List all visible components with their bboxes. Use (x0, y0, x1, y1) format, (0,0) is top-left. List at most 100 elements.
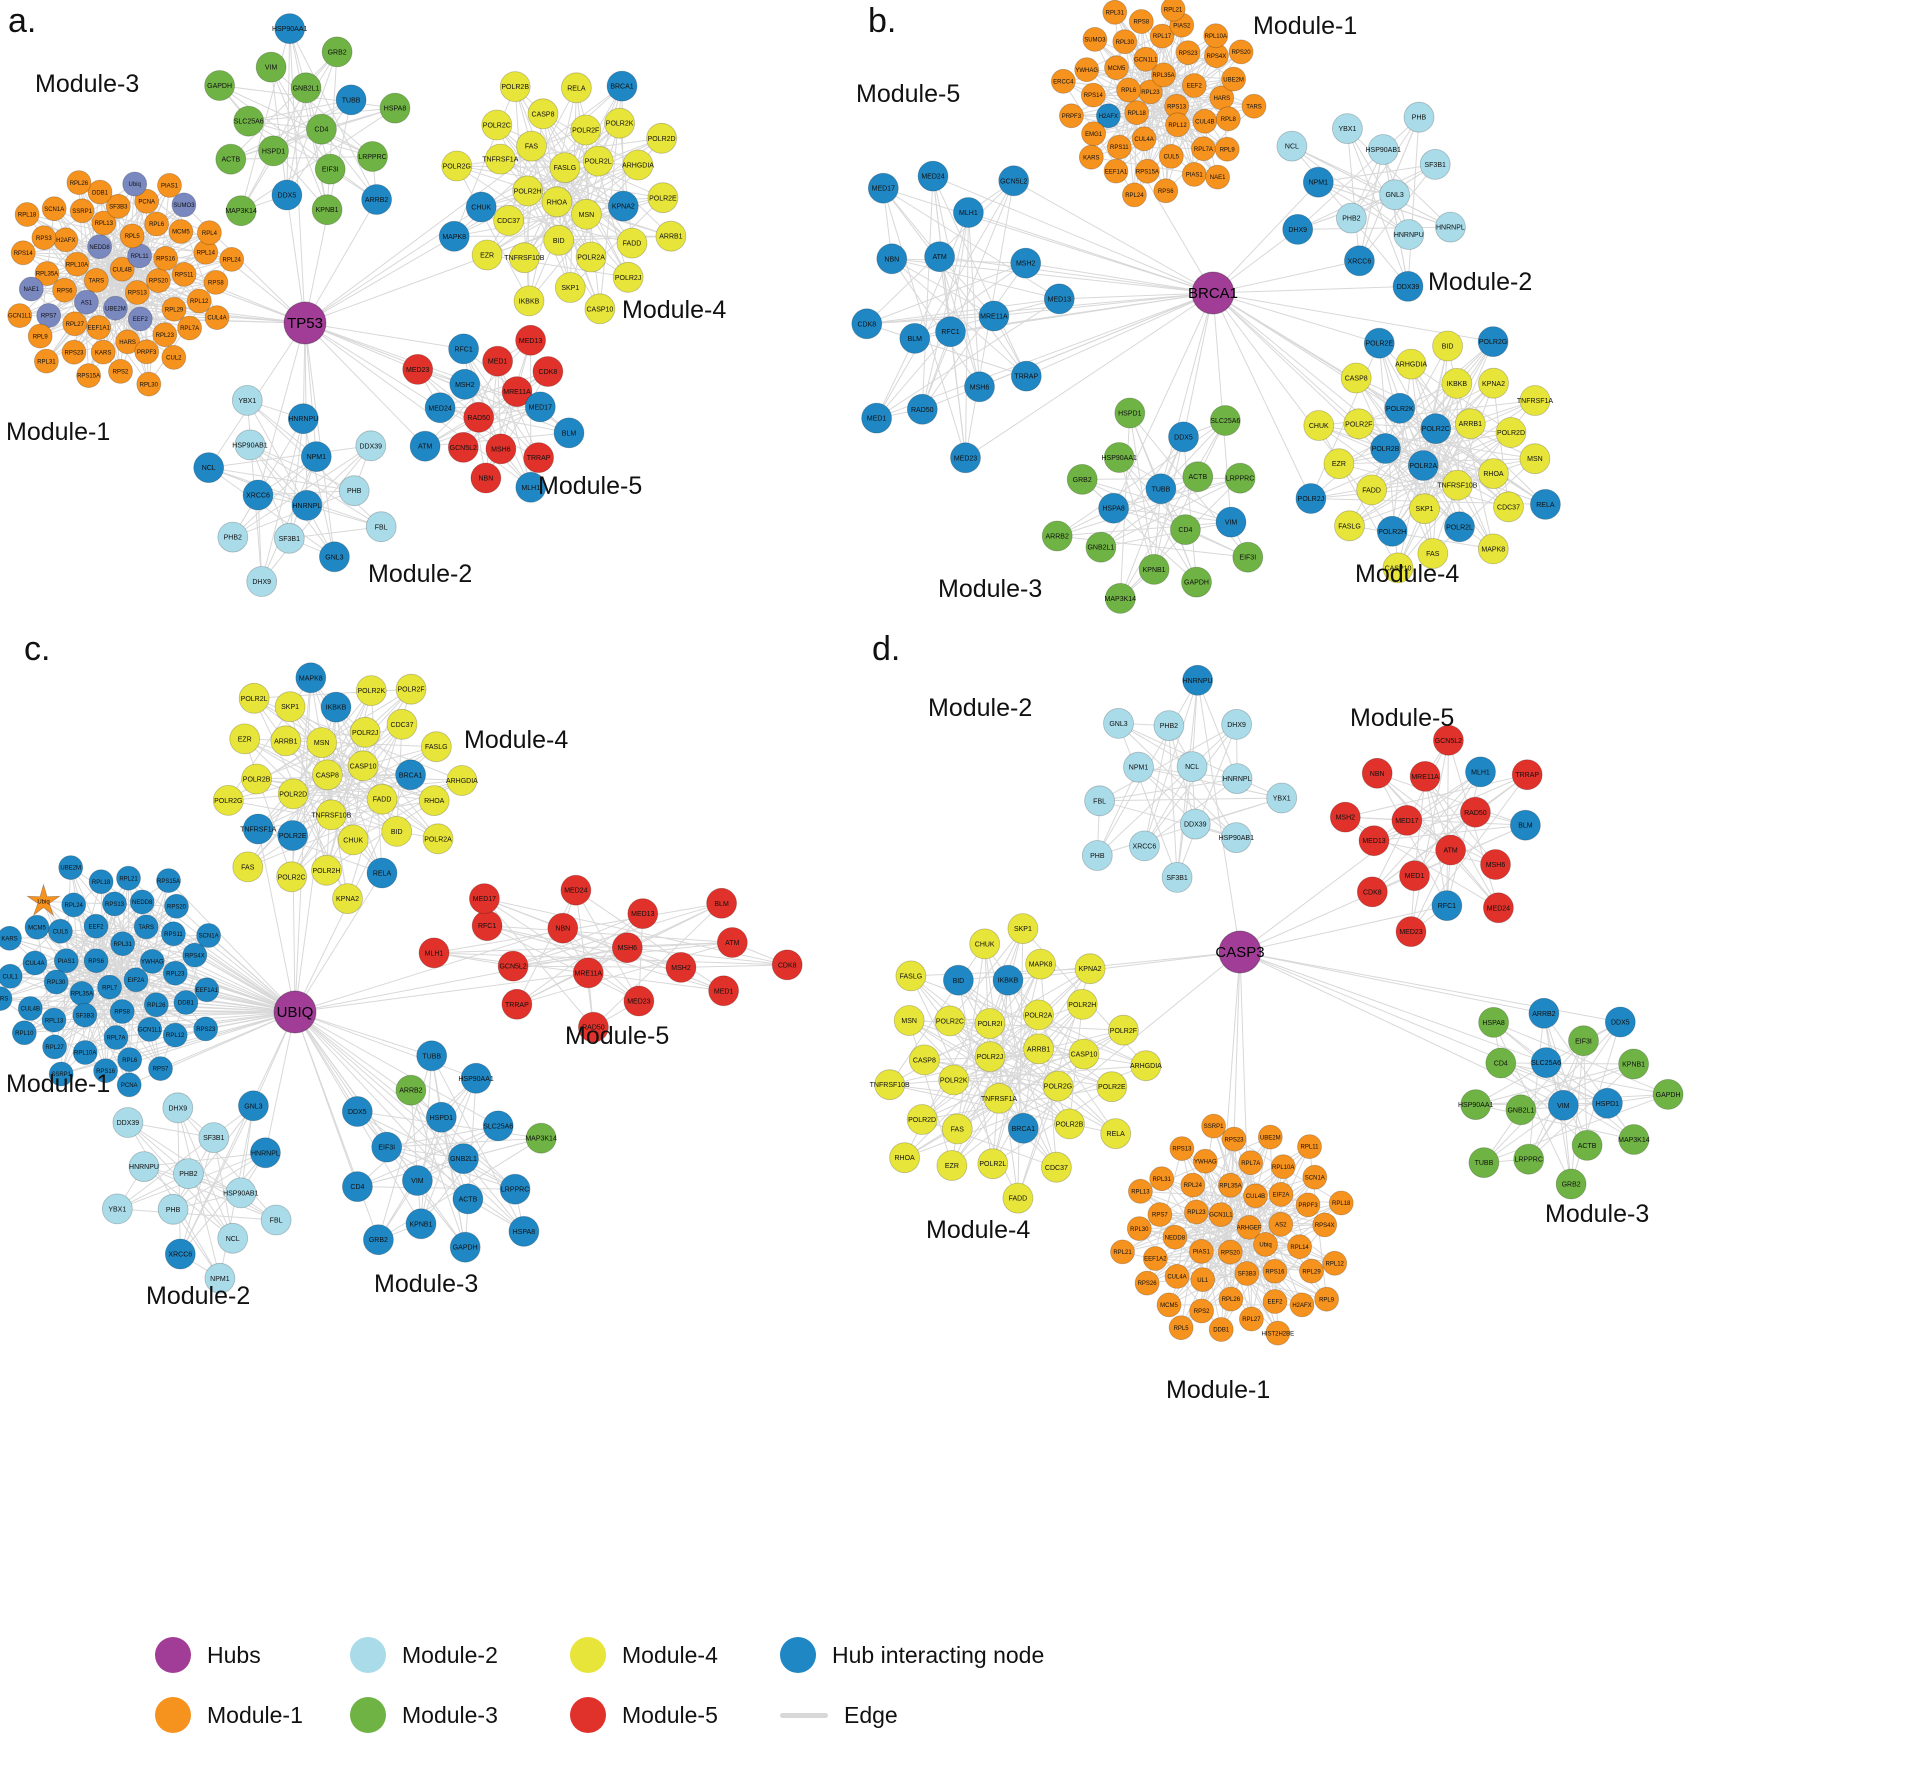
gene-node-KPNA2[interactable] (332, 883, 363, 914)
gene-node-MED13[interactable] (627, 898, 659, 929)
gene-node-DDB1[interactable] (1208, 1317, 1234, 1342)
gene-node-RPL18[interactable] (14, 202, 40, 227)
gene-node-SLC25A6[interactable] (1209, 405, 1241, 436)
gene-node-MSH6[interactable] (611, 932, 643, 964)
gene-node-ACTB[interactable] (1571, 1130, 1603, 1161)
gene-node-POLR2H[interactable] (1376, 515, 1408, 547)
gene-node-RPS6[interactable] (83, 948, 109, 974)
gene-node-SF3B1[interactable] (1419, 148, 1451, 180)
gene-node-CDK8[interactable] (1356, 876, 1388, 908)
gene-node-PHB[interactable] (338, 475, 370, 507)
gene-node-MLH1[interactable] (515, 471, 547, 503)
gene-node-ACTB[interactable] (215, 143, 247, 175)
gene-node-NBN[interactable] (547, 912, 579, 944)
gene-node-CUL1[interactable] (0, 963, 23, 989)
gene-node-ATM[interactable] (409, 430, 441, 462)
gene-node-CDK8[interactable] (771, 949, 803, 981)
gene-node-RPL14[interactable] (1287, 1234, 1312, 1260)
gene-node-LRPPRC[interactable] (357, 141, 388, 172)
gene-node-RPS6[interactable] (52, 277, 77, 303)
gene-node-FBL[interactable] (1084, 785, 1115, 817)
gene-node-HARS[interactable] (0, 986, 13, 1011)
gene-node-RPL10A[interactable] (72, 1040, 98, 1065)
gene-node-ACTB[interactable] (1182, 461, 1214, 493)
gene-node-MED23[interactable] (1395, 916, 1427, 947)
gene-node-MCM5[interactable] (168, 219, 194, 244)
gene-node-MED13[interactable] (1043, 283, 1075, 315)
gene-node-POLR2C[interactable] (481, 109, 513, 141)
gene-node-EEF2[interactable] (1181, 73, 1207, 98)
gene-node-RPL11[interactable] (1297, 1134, 1322, 1159)
gene-node-ARRB1[interactable] (270, 725, 302, 757)
gene-node-ARRB1[interactable] (1454, 408, 1486, 440)
gene-node-BRCA1[interactable] (395, 759, 427, 791)
gene-node-ARHGDIA[interactable] (622, 149, 654, 181)
gene-node-RPS16[interactable] (93, 1058, 118, 1084)
gene-node-RAD50[interactable] (1460, 796, 1491, 828)
gene-node-RPL30[interactable] (1126, 1216, 1152, 1241)
gene-node-HNRNPL[interactable] (1221, 763, 1253, 794)
gene-node-POLR2E[interactable] (277, 820, 309, 851)
gene-node-YWHAG[interactable] (1074, 57, 1100, 83)
gene-node-PHB2[interactable] (172, 1158, 204, 1189)
gene-node-RPS13[interactable] (124, 280, 150, 305)
gene-node-CASP8[interactable] (1340, 362, 1372, 394)
gene-node-IKBKB[interactable] (320, 691, 352, 723)
gene-node-BID[interactable] (1432, 330, 1463, 362)
gene-node-DDX39[interactable] (1179, 808, 1211, 840)
gene-node-YWHAG[interactable] (139, 949, 165, 974)
gene-node-AS1[interactable] (74, 289, 99, 315)
gene-node-CDC37[interactable] (386, 708, 418, 740)
gene-node-GCN1L1[interactable] (1133, 46, 1159, 72)
gene-node-MED23[interactable] (623, 985, 655, 1017)
gene-node-POLR2J[interactable] (612, 261, 644, 293)
gene-node-NAE1[interactable] (1205, 164, 1230, 190)
gene-node-CDK8[interactable] (532, 356, 564, 387)
gene-node-BID[interactable] (943, 964, 974, 996)
gene-node-GRB2[interactable] (1066, 463, 1098, 495)
gene-node-EZR[interactable] (1323, 448, 1355, 480)
gene-node-IKBKB[interactable] (992, 964, 1024, 996)
gene-node-ACTB[interactable] (452, 1183, 484, 1215)
gene-node-ARHGDIA[interactable] (446, 765, 478, 796)
hub-node-UBIQ[interactable] (273, 990, 317, 1034)
gene-node-KPNB1[interactable] (405, 1208, 437, 1240)
gene-node-PHB[interactable] (1081, 840, 1113, 871)
gene-node-YWHAG[interactable] (1192, 1148, 1218, 1174)
gene-node-POLR2E[interactable] (1363, 327, 1395, 359)
gene-node-POLR2H[interactable] (1066, 989, 1098, 1020)
gene-node-MSH6[interactable] (1480, 849, 1511, 880)
gene-node-AS2[interactable] (1268, 1211, 1294, 1237)
gene-node-CHUK[interactable] (337, 824, 369, 856)
gene-node-RPL10[interactable] (11, 1020, 37, 1046)
gene-node-ARHGDIA[interactable] (1130, 1050, 1162, 1082)
gene-node-GNL3[interactable] (1103, 708, 1134, 739)
gene-node-MED24[interactable] (560, 874, 592, 906)
gene-node-RPS8[interactable] (203, 269, 229, 295)
gene-node-NPM1[interactable] (1302, 166, 1334, 198)
gene-node-BRCA1[interactable] (1007, 1112, 1039, 1144)
gene-node-RPS4X[interactable] (182, 942, 208, 968)
gene-node-EIF3I[interactable] (371, 1131, 403, 1163)
gene-node-SF3B3[interactable] (1234, 1261, 1260, 1286)
gene-node-KPNA2[interactable] (1074, 953, 1106, 985)
gene-node-DHX9[interactable] (1221, 709, 1252, 740)
gene-node-POLR2C[interactable] (934, 1005, 966, 1037)
gene-node-RPS14[interactable] (10, 240, 36, 266)
gene-node-KPNB1[interactable] (1618, 1048, 1649, 1080)
gene-node-MCM5[interactable] (1104, 55, 1129, 81)
gene-node-PHB[interactable] (1403, 101, 1435, 133)
gene-node-GNL3[interactable] (318, 541, 350, 573)
gene-node-LRPPRC[interactable] (499, 1173, 531, 1205)
gene-node-POLR2C[interactable] (1420, 413, 1452, 445)
gene-node-MLH1[interactable] (953, 197, 984, 228)
gene-node-Ubiq[interactable] (1253, 1232, 1278, 1257)
gene-node-RPS3[interactable] (31, 225, 57, 251)
gene-node-RPL31[interactable] (1149, 1166, 1175, 1192)
gene-node-TNFRSF10B[interactable] (315, 799, 347, 831)
gene-node-POLR2G[interactable] (441, 150, 473, 182)
gene-node-MAP3K14[interactable] (1618, 1124, 1650, 1155)
gene-node-RPS26[interactable] (1134, 1270, 1160, 1296)
gene-node-EEF2[interactable] (1262, 1289, 1288, 1314)
gene-node-GCN5L2[interactable] (447, 431, 479, 463)
